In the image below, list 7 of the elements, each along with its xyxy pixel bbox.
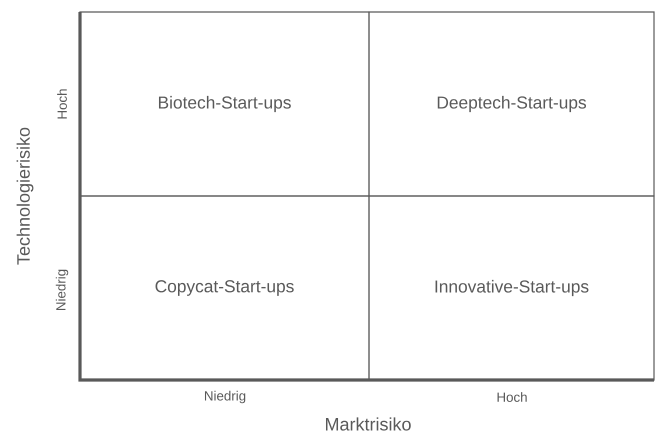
quadrant-cell: Copycat-Start-ups xyxy=(79,195,370,381)
axis-title: Marktrisiko xyxy=(326,417,411,431)
axis-title: Technologierisiko xyxy=(16,128,34,265)
quadrant-cell: Innovative-Start-ups xyxy=(368,195,655,381)
quadrant-cell: Deeptech-Start-ups xyxy=(368,11,655,197)
quadrant-cell: Biotech-Start-ups xyxy=(79,11,370,197)
axis-tick-label: Hoch xyxy=(57,89,67,118)
